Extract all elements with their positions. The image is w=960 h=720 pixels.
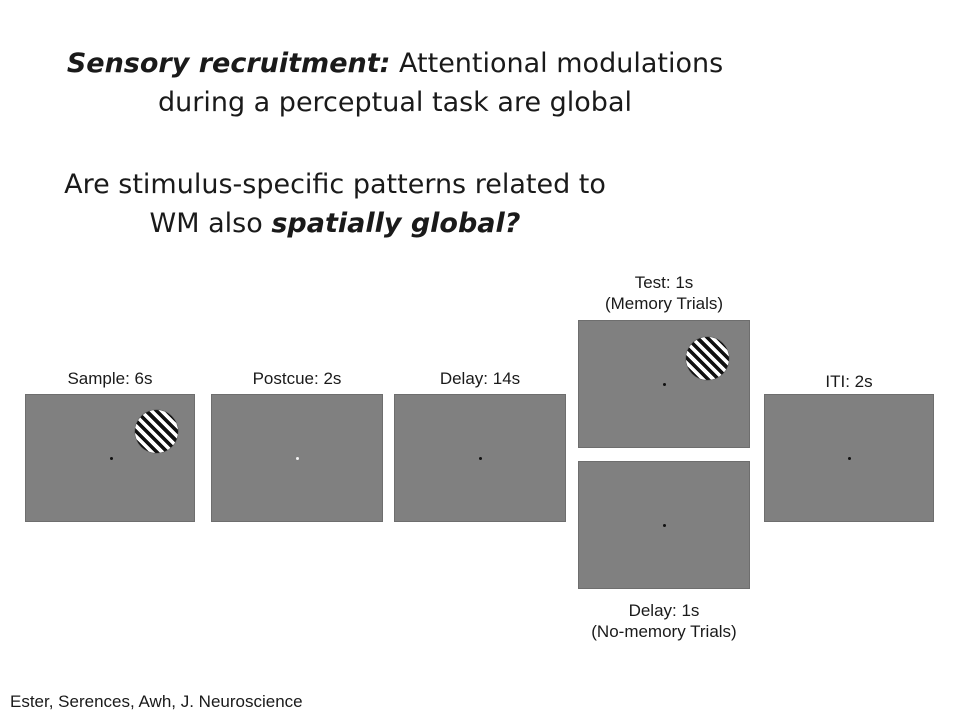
- slide-title: Sensory recruitment: Attentional modulat…: [0, 44, 790, 122]
- panel-delay-no-memory: [578, 461, 750, 589]
- label-sample: Sample: 6s: [67, 369, 153, 388]
- panel-sample: [25, 394, 195, 522]
- slide-question-line1: Are stimulus-specific patterns related t…: [64, 169, 606, 200]
- label-test-line1: Test: 1s: [634, 273, 694, 292]
- slide-question-line2: WM also spatially global?: [0, 204, 700, 243]
- fixation-dot: [848, 457, 851, 460]
- citation: Ester, Serences, Awh, J. Neuroscience: [10, 692, 303, 711]
- title-rest: Attentional modulations: [390, 48, 724, 79]
- question-emphasis: spatially global?: [271, 208, 521, 239]
- slide-title-line1: Sensory recruitment: Attentional modulat…: [0, 44, 790, 83]
- panel-test-memory: [578, 320, 750, 448]
- label-postcue: Postcue: 2s: [252, 369, 342, 388]
- slide-question: Are stimulus-specific patterns related t…: [0, 165, 700, 243]
- fixation-dot: [110, 457, 113, 460]
- label-test: Test: 1s (Memory Trials): [578, 272, 750, 314]
- label-short-delay-line2: (No-memory Trials): [591, 622, 737, 641]
- label-short-delay-line1: Delay: 1s: [628, 601, 700, 620]
- question-prefix: WM also: [149, 208, 272, 239]
- grating-stimulus-icon: [135, 410, 178, 453]
- label-short-delay: Delay: 1s (No-memory Trials): [568, 600, 760, 642]
- postcue-fixation-dot: [296, 457, 299, 460]
- panel-postcue: [211, 394, 383, 522]
- panel-iti: [764, 394, 934, 522]
- grating-probe-icon: [686, 337, 729, 380]
- title-emphasis: Sensory recruitment:: [66, 48, 391, 79]
- slide-title-line2: during a perceptual task are global: [157, 87, 632, 118]
- fixation-dot: [663, 524, 666, 527]
- fixation-dot: [479, 457, 482, 460]
- label-test-line2: (Memory Trials): [604, 294, 724, 313]
- label-iti: ITI: 2s: [825, 372, 873, 391]
- fixation-dot: [663, 383, 666, 386]
- panel-delay: [394, 394, 566, 522]
- label-delay: Delay: 14s: [439, 369, 521, 388]
